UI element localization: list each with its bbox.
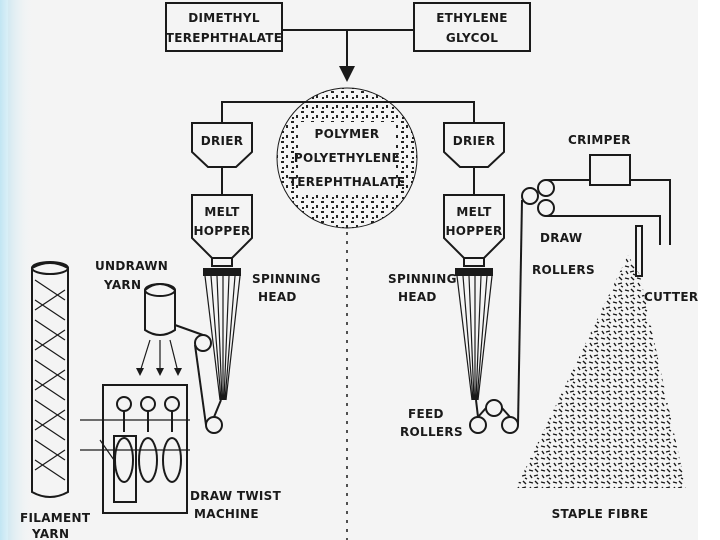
spinning-head-right-line-2: HEAD [398,290,437,304]
draw-rollers: DRAW ROLLERS [521,179,595,277]
melt-hopper-right-line-2: HOPPER [445,224,502,238]
polymer-line-1: POLYMER [315,127,380,141]
melt-hopper-left-line-2: HOPPER [193,224,250,238]
draw-rollers-line-1: DRAW [540,231,582,245]
melt-hopper-left-line-1: MELT [204,205,240,219]
spinning-head-left: SPINNING HEAD [203,268,321,401]
dmt-line-2: TEREPHTHALATE [166,31,282,45]
draw-twist-line-1: DRAW TWIST [190,489,282,503]
draw-twist-machine: DRAW TWIST MACHINE [80,384,282,521]
polymer-line-3: TEREPHTHALATE [289,175,405,189]
melt-hopper-right-line-1: MELT [456,205,492,219]
crimper: CRIMPER [568,133,631,186]
staple-fibre-label: STAPLE FIBRE [552,507,649,521]
drier-left: DRIER [191,122,253,195]
feed-rollers-line-2: ROLLERS [400,425,463,439]
eg-box: ETHYLENE GLYCOL [413,2,531,52]
draw-twist-line-2: MACHINE [194,507,259,521]
merge-connector [282,29,414,82]
draw-rollers-line-2: ROLLERS [532,263,595,277]
spinning-head-right-line-1: SPINNING [388,272,457,286]
feed-rollers: FEED ROLLERS [400,399,519,439]
staple-fibre-heap: STAPLE FIBRE [516,255,686,521]
filament-yarn-line-1: FILAMENT [20,511,91,525]
undrawn-yarn-line-2: YARN [103,278,141,292]
filament-roller-path [174,324,223,434]
filament-yarn-line-2: YARN [31,527,69,540]
cutter-label: CUTTER [644,290,698,304]
dmt-line-1: DIMETHYL [188,11,260,25]
melt-hopper-left: MELT HOPPER [191,194,253,267]
spinning-head-left-line-1: SPINNING [252,272,321,286]
slide-edge-accent [0,0,36,540]
filament-yarn-package: FILAMENT YARN [20,261,91,540]
spinning-head-left-line-2: HEAD [258,290,297,304]
drier-right: DRIER [443,122,505,195]
tow-path-over [546,179,671,245]
undrawn-yarn-package: UNDRAWN YARN [95,259,182,376]
tow-path-up [517,199,523,426]
dmt-box: DIMETHYL TEREPHTHALATE [165,2,283,52]
melt-hopper-right: MELT HOPPER [443,194,505,267]
eg-line-2: GLYCOL [446,31,498,45]
undrawn-yarn-line-1: UNDRAWN [95,259,168,273]
feed-rollers-line-1: FEED [408,407,444,421]
split-connector [221,101,475,123]
polymer-line-2: POLYETHYLENE [294,151,400,165]
spinning-head-right: SPINNING HEAD [388,268,493,401]
polymer-pellets: POLYMER POLYETHYLENE TEREPHTHALATE [276,87,418,229]
drier-left-label: DRIER [201,134,244,148]
eg-line-1: ETHYLENE [436,11,508,25]
drier-right-label: DRIER [453,134,496,148]
crimper-label: CRIMPER [568,133,631,147]
down-arrow-icon [339,66,355,82]
